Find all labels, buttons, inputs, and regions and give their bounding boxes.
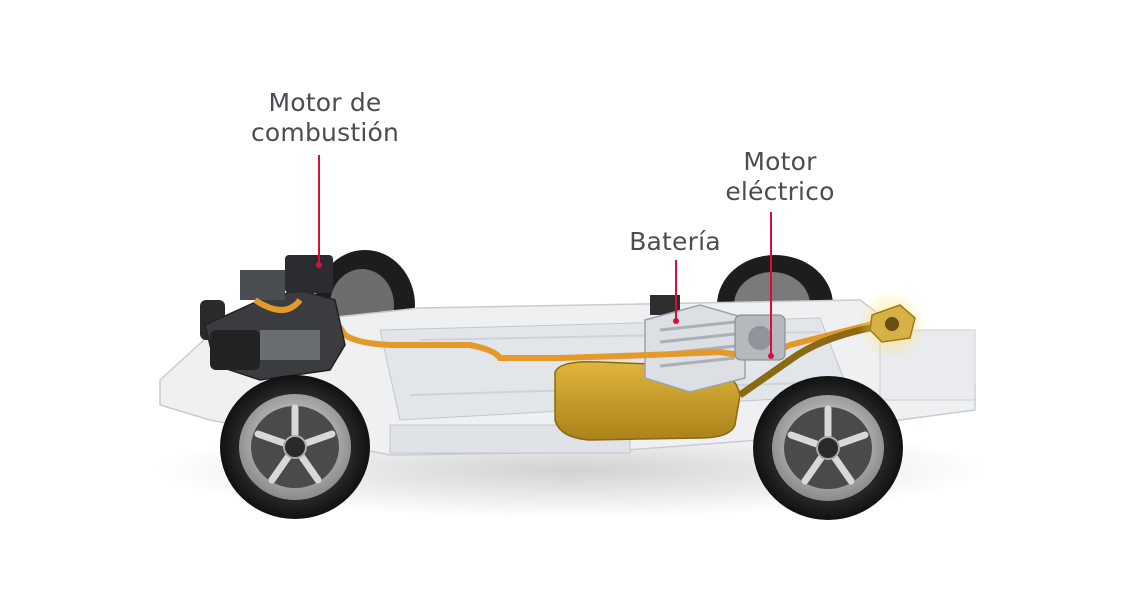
leader-battery bbox=[675, 260, 677, 322]
label-combustion-line2: combustión bbox=[250, 118, 400, 147]
front-right-wheel bbox=[753, 376, 903, 520]
electric-motor bbox=[734, 314, 786, 361]
label-battery: Batería bbox=[615, 227, 735, 257]
leader-dot-battery bbox=[673, 318, 679, 324]
leader-electric-motor bbox=[770, 212, 772, 357]
front-left-wheel bbox=[220, 375, 370, 519]
label-combustion-engine: Motor de combustión bbox=[235, 88, 415, 148]
leader-combustion-engine bbox=[318, 155, 320, 265]
combustion-engine bbox=[200, 255, 346, 381]
label-combustion-line1: Motor de bbox=[268, 88, 382, 117]
exhaust-tip bbox=[869, 304, 916, 343]
label-electric-line2: eléctrico bbox=[725, 177, 835, 206]
leader-dot-electric-motor bbox=[768, 353, 774, 359]
label-battery-text: Batería bbox=[629, 227, 721, 256]
label-electric-motor: Motor eléctrico bbox=[705, 147, 855, 207]
leader-dot-combustion-engine bbox=[316, 262, 322, 268]
label-electric-line1: Motor bbox=[743, 147, 817, 176]
